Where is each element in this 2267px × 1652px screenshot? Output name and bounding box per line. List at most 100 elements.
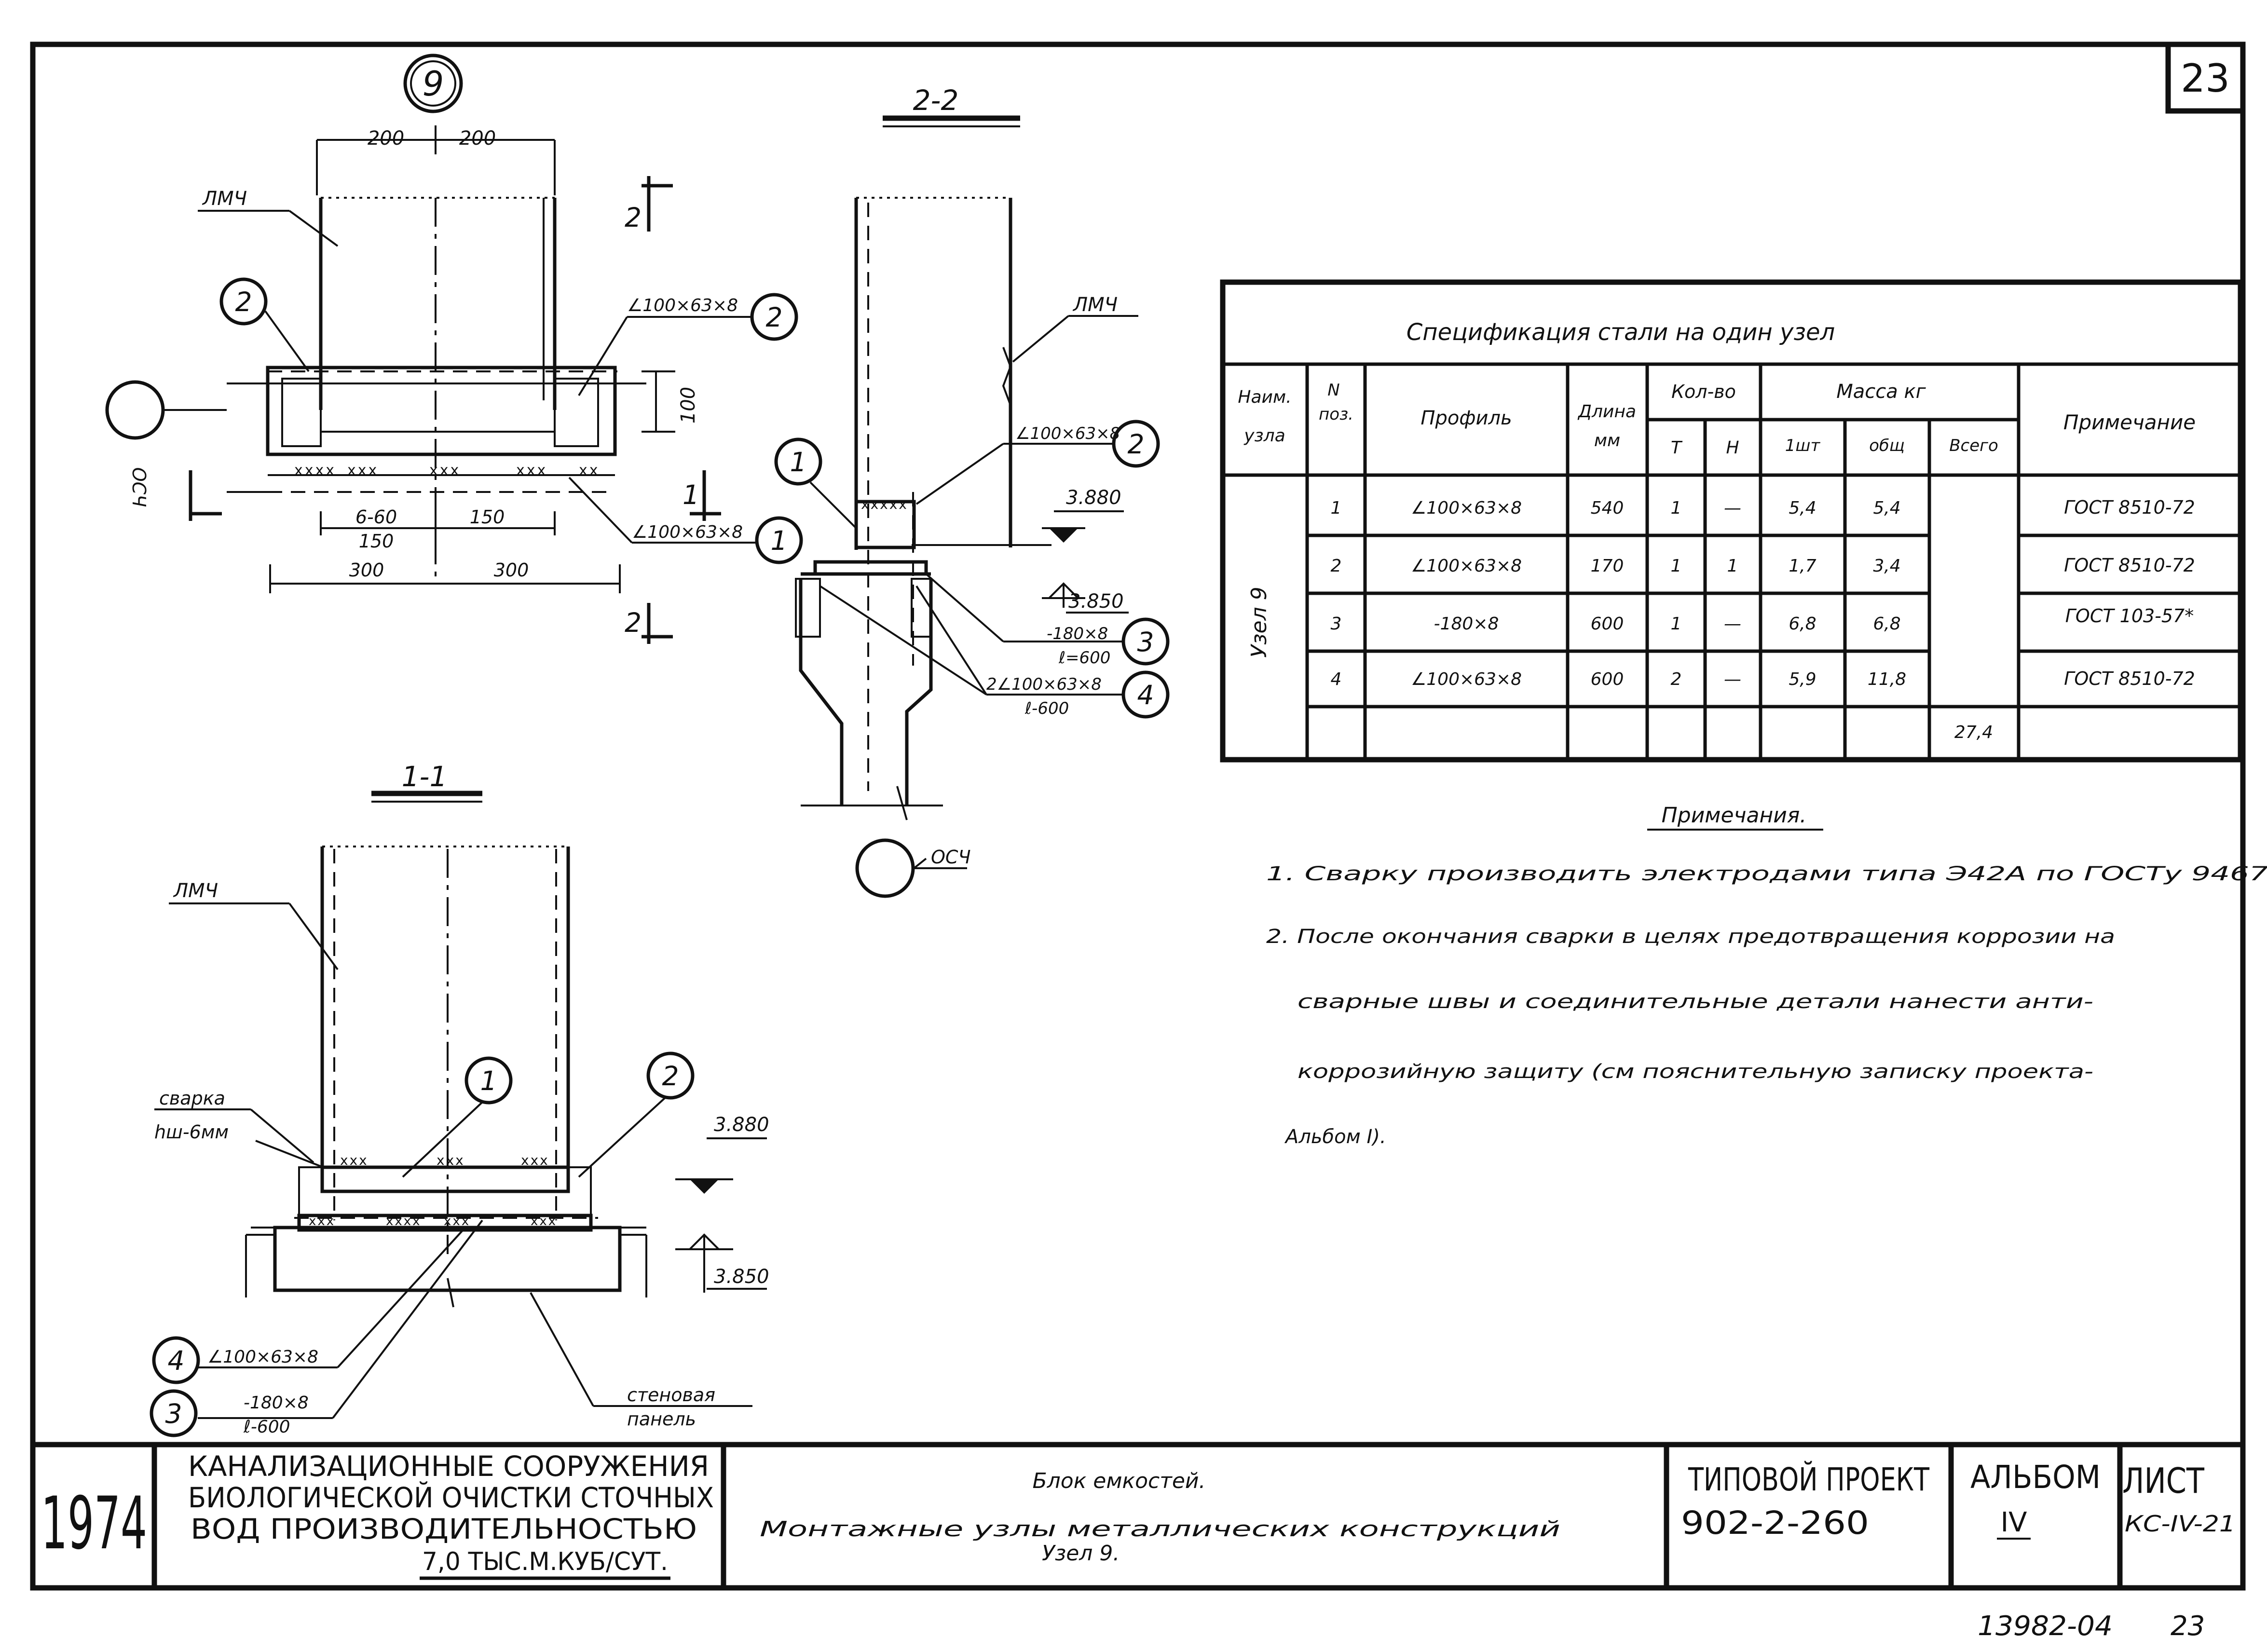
- svg-text:xxxx: xxxx: [294, 462, 336, 479]
- hdr-length-1: Длина: [1577, 402, 1636, 422]
- svg-text:3: 3: [1331, 614, 1342, 634]
- svg-text:ГОСТ 8510-72: ГОСТ 8510-72: [2064, 668, 2195, 689]
- note-line-1: 1. Сварку производить электродами типа Э…: [1266, 863, 2267, 885]
- sheet-code: КС-IV-21: [2125, 1511, 2236, 1537]
- svg-text:2: 2: [1671, 669, 1682, 689]
- svg-text:600: 600: [1591, 614, 1624, 634]
- org-line-3: ВОД ПРОИЗВОДИТЕЛЬНОСТЬЮ: [191, 1513, 697, 1545]
- table-row: 1 ∠100×63×8 540 1 — 5,4 5,4 ГОСТ 8510-72: [1331, 497, 2195, 518]
- drawing-title-1: Блок емкостей.: [1032, 1469, 1205, 1493]
- svg-text:5,4: 5,4: [1873, 498, 1900, 518]
- dim-bottom-150-a: 150: [359, 531, 394, 552]
- drawing-title-3: Узел 9.: [1042, 1541, 1120, 1566]
- spec-table-title: Спецификация стали на один узел: [1407, 319, 1835, 346]
- callout-2-right: 2: [766, 302, 783, 333]
- svg-text:600: 600: [1591, 669, 1624, 689]
- section11-callout-1: 1: [480, 1065, 497, 1096]
- hdr-qty: Кол-во: [1671, 381, 1736, 402]
- dim-bottom-660: 6-60: [355, 506, 397, 528]
- svg-text:xxxxx: xxxxx: [861, 496, 908, 512]
- hdr-node-2: узла: [1243, 426, 1285, 446]
- svg-text:xxx: xxx: [521, 1152, 549, 1168]
- svg-text:3,4: 3,4: [1873, 556, 1900, 576]
- section22-callout-3-profile: -180×8: [1047, 624, 1108, 643]
- drawing-title-2: Монтажные узлы металлических конструкций: [760, 1517, 1560, 1542]
- sheet-number: 23: [2181, 56, 2230, 101]
- svg-text:xxx: xxx: [429, 462, 461, 479]
- section22-callout-4-length: ℓ-600: [1024, 699, 1069, 718]
- notes: Примечания. 1. Сварку производить электр…: [1266, 803, 2267, 1148]
- note-line-3: сварные швы и соединительные детали нане…: [1297, 991, 2093, 1013]
- hdr-qty-n: Н: [1726, 438, 1739, 458]
- svg-text:4: 4: [1331, 669, 1342, 689]
- svg-text:5,4: 5,4: [1789, 498, 1816, 518]
- weld-label-1: сварка: [159, 1088, 225, 1109]
- hdr-pos-1: N: [1327, 381, 1339, 400]
- project-number: 902-2-260: [1681, 1504, 1869, 1542]
- svg-text:-180×8: -180×8: [1434, 614, 1499, 634]
- svg-text:—: —: [1724, 669, 1741, 689]
- wall-panel-label-1: стеновая: [627, 1384, 715, 1406]
- dim-top-right: 200: [459, 127, 496, 150]
- section11-title: 1-1: [402, 760, 448, 793]
- svg-text:∠100×63×8: ∠100×63×8: [1411, 498, 1522, 518]
- svg-text:170: 170: [1591, 556, 1624, 576]
- table-row: 3 -180×8 600 1 — 6,8 6,8 ГОСТ 103-57*: [1331, 605, 2194, 634]
- svg-text:1: 1: [1671, 498, 1682, 518]
- hdr-note: Примечание: [2063, 410, 2196, 434]
- stamp-sheet: 23: [2171, 1611, 2205, 1642]
- svg-text:xxx: xxx: [437, 1152, 465, 1168]
- callout-1-right: 1: [771, 525, 788, 556]
- svg-text:xx: xx: [579, 462, 600, 479]
- section22-level-2: 3.850: [1068, 590, 1124, 613]
- note-line-5: Альбом I).: [1284, 1126, 1386, 1148]
- svg-text:2: 2: [1331, 556, 1342, 576]
- label-osch: ОСЧ: [128, 467, 150, 507]
- svg-text:—: —: [1724, 614, 1741, 634]
- hdr-mass-all: Всего: [1949, 436, 1998, 455]
- svg-text:540: 540: [1591, 498, 1624, 518]
- dim-bottom-300-b: 300: [494, 560, 529, 581]
- section-2-2: 2-2 xxxxx ЛМЧ ОСЧ 3.880: [774, 84, 1170, 898]
- section22-callout-3: 3: [1137, 627, 1154, 657]
- dim-top-left: 200: [368, 127, 404, 150]
- svg-text:1: 1: [1671, 556, 1682, 576]
- section11-level-1: 3.880: [714, 1114, 769, 1136]
- section11-callout-2: 2: [662, 1061, 679, 1092]
- svg-text:1: 1: [1727, 556, 1738, 576]
- svg-text:∠100×63×8: ∠100×63×8: [1411, 556, 1522, 576]
- section22-callout-4-profile: 2∠100×63×8: [986, 675, 1102, 694]
- table-row: 2 ∠100×63×8 170 1 1 1,7 3,4 ГОСТ 8510-72: [1331, 555, 2195, 576]
- dim-100: 100: [677, 387, 699, 423]
- spec-total: 27,4: [1954, 723, 1993, 742]
- svg-text:5,9: 5,9: [1789, 669, 1816, 689]
- section22-callout-1: 1: [790, 447, 807, 478]
- svg-text:xxx: xxx: [516, 462, 547, 479]
- hdr-node-1: Наим.: [1238, 387, 1291, 407]
- svg-text:1: 1: [1671, 614, 1682, 634]
- section11-callout-3: 3: [165, 1398, 182, 1429]
- section-mark-1: 1: [683, 479, 699, 510]
- node-name: Узел 9: [1247, 587, 1271, 657]
- section22-label-lmch: ЛМЧ: [1072, 294, 1118, 316]
- section22-level-1: 3.880: [1066, 487, 1121, 509]
- svg-text:∠100×63×8: ∠100×63×8: [1411, 669, 1522, 689]
- axis-circle-osch: [105, 380, 165, 440]
- org-line-4: 7,0 ТЫС.М.КУБ/СУТ.: [422, 1547, 668, 1576]
- hdr-pos-2: поз.: [1319, 405, 1353, 424]
- org-line-2: БИОЛОГИЧЕСКОЙ ОЧИСТКИ СТОЧНЫХ: [188, 1481, 714, 1514]
- weld-label-2: hш-6мм: [154, 1121, 229, 1143]
- section22-callout-3-length: ℓ=600: [1058, 648, 1110, 668]
- album-label: АЛЬБОМ: [1970, 1459, 2101, 1496]
- note-line-4: коррозийную защиту (см пояснительную зап…: [1297, 1061, 2093, 1083]
- sheet-number-box: 23: [2165, 41, 2246, 114]
- section11-callout-4: 4: [168, 1345, 185, 1376]
- section22-label-osch: ОСЧ: [931, 846, 971, 868]
- svg-text:—: —: [1724, 498, 1741, 518]
- hdr-length-2: мм: [1594, 431, 1620, 451]
- dim-bottom-150-b: 150: [470, 506, 505, 528]
- section-1-1: 1-1 xxx xxx xxx xxx xxxx xxx xxx ЛМЧ: [150, 760, 769, 1437]
- svg-text:xxx: xxx: [347, 462, 379, 479]
- node-label: 9: [423, 64, 444, 104]
- section22-callout-2: 2: [1128, 429, 1145, 460]
